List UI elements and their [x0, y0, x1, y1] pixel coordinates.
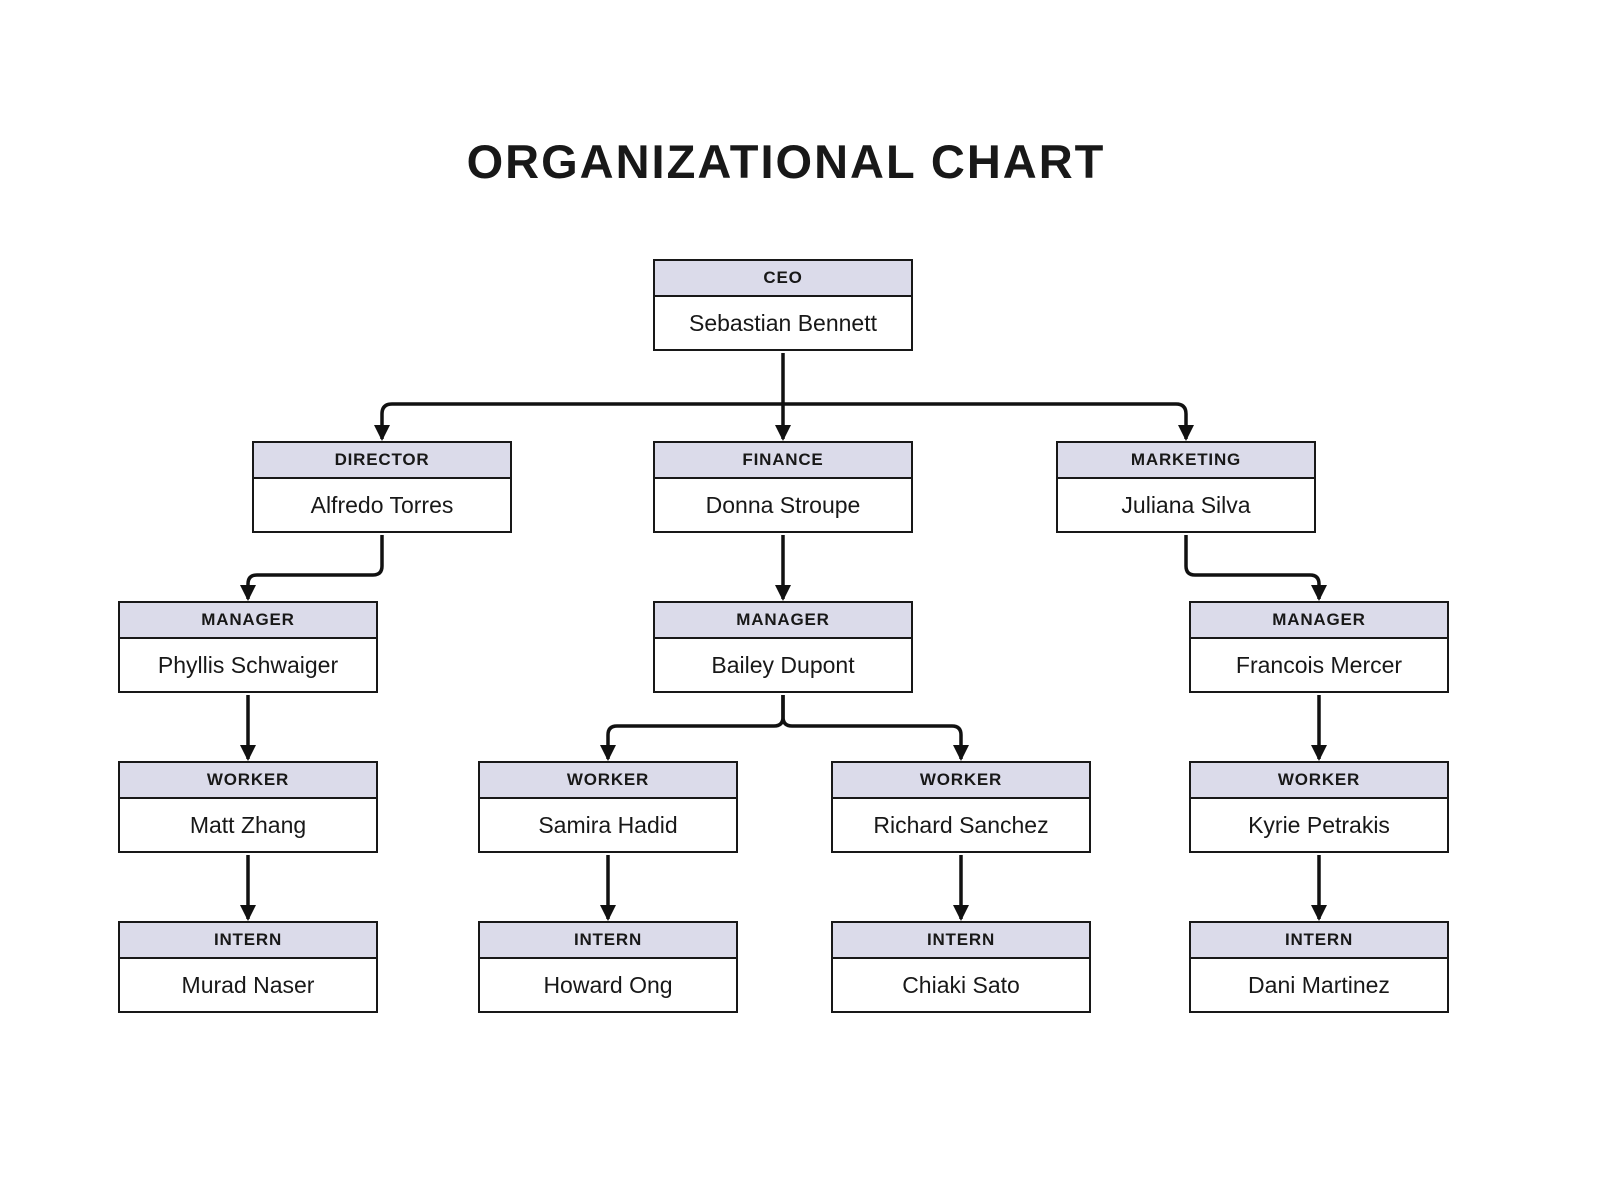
- person-name: Donna Stroupe: [655, 479, 911, 531]
- role-label: WORKER: [1191, 763, 1447, 799]
- role-label: INTERN: [480, 923, 736, 959]
- role-label: INTERN: [1191, 923, 1447, 959]
- org-node-ceo: CEO Sebastian Bennett: [653, 259, 913, 351]
- org-node-worker-director-branch: WORKER Matt Zhang: [118, 761, 378, 853]
- role-label: MANAGER: [120, 603, 376, 639]
- org-node-intern-director-branch: INTERN Murad Naser: [118, 921, 378, 1013]
- org-node-marketing: MARKETING Juliana Silva: [1056, 441, 1316, 533]
- org-node-finance: FINANCE Donna Stroupe: [653, 441, 913, 533]
- person-name: Kyrie Petrakis: [1191, 799, 1447, 851]
- person-name: Chiaki Sato: [833, 959, 1089, 1011]
- person-name: Dani Martinez: [1191, 959, 1447, 1011]
- person-name: Murad Naser: [120, 959, 376, 1011]
- person-name: Bailey Dupont: [655, 639, 911, 691]
- person-name: Sebastian Bennett: [655, 297, 911, 349]
- org-node-intern-marketing-branch: INTERN Dani Martinez: [1189, 921, 1449, 1013]
- role-label: DIRECTOR: [254, 443, 510, 479]
- role-label: MARKETING: [1058, 443, 1314, 479]
- person-name: Howard Ong: [480, 959, 736, 1011]
- person-name: Juliana Silva: [1058, 479, 1314, 531]
- person-name: Francois Mercer: [1191, 639, 1447, 691]
- org-node-manager-finance-branch: MANAGER Bailey Dupont: [653, 601, 913, 693]
- org-node-director: DIRECTOR Alfredo Torres: [252, 441, 512, 533]
- person-name: Richard Sanchez: [833, 799, 1089, 851]
- role-label: INTERN: [833, 923, 1089, 959]
- chart-title: ORGANIZATIONAL CHART: [466, 135, 1106, 188]
- org-node-intern-finance-right: INTERN Chiaki Sato: [831, 921, 1091, 1013]
- person-name: Phyllis Schwaiger: [120, 639, 376, 691]
- person-name: Samira Hadid: [480, 799, 736, 851]
- role-label: WORKER: [480, 763, 736, 799]
- org-node-worker-marketing-branch: WORKER Kyrie Petrakis: [1189, 761, 1449, 853]
- person-name: Alfredo Torres: [254, 479, 510, 531]
- org-node-worker-finance-left: WORKER Samira Hadid: [478, 761, 738, 853]
- connector-ceo-director: [374, 402, 783, 441]
- role-label: INTERN: [120, 923, 376, 959]
- org-node-manager-director-branch: MANAGER Phyllis Schwaiger: [118, 601, 378, 693]
- connector-manager2-worker3: [781, 695, 969, 761]
- role-label: FINANCE: [655, 443, 911, 479]
- org-node-worker-finance-right: WORKER Richard Sanchez: [831, 761, 1091, 853]
- org-node-manager-marketing-branch: MANAGER Francois Mercer: [1189, 601, 1449, 693]
- connector-marketing-manager: [1184, 535, 1327, 601]
- org-node-intern-finance-left: INTERN Howard Ong: [478, 921, 738, 1013]
- role-label: MANAGER: [655, 603, 911, 639]
- person-name: Matt Zhang: [120, 799, 376, 851]
- connector-manager2-worker2: [600, 695, 785, 761]
- role-label: CEO: [655, 261, 911, 297]
- connector-ceo-marketing: [783, 402, 1194, 441]
- role-label: WORKER: [120, 763, 376, 799]
- role-label: WORKER: [833, 763, 1089, 799]
- role-label: MANAGER: [1191, 603, 1447, 639]
- connector-director-manager: [240, 535, 384, 601]
